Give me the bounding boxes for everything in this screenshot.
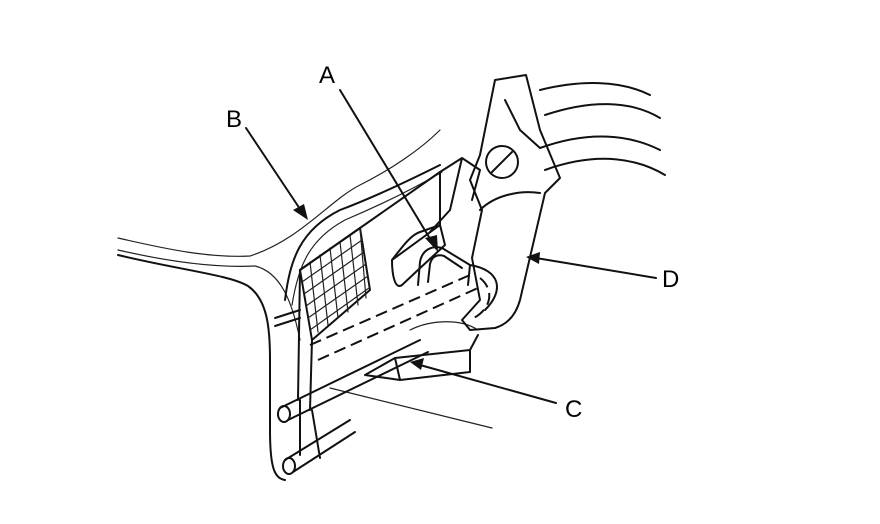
body-contour-upper	[117, 129, 441, 257]
callout-d: D	[662, 266, 680, 293]
leader-d	[535, 257, 657, 279]
pliers	[461, 74, 666, 331]
panel-floor-line	[329, 387, 493, 429]
pivot-screw-icon	[485, 145, 519, 179]
arrowhead-d	[526, 252, 540, 264]
bracket-housing	[297, 171, 441, 411]
rod-support	[299, 399, 321, 459]
hidden-rod-upper	[309, 274, 471, 346]
leader-c	[419, 364, 557, 404]
leader-b	[245, 127, 303, 213]
leader-a	[339, 89, 433, 243]
callout-a: A	[319, 62, 336, 89]
arrowhead-a	[425, 235, 438, 252]
clip	[417, 246, 471, 286]
lower-bracket-edge	[409, 321, 479, 331]
arrowhead-b	[293, 204, 308, 220]
rod-upper	[277, 339, 429, 423]
wire-harness	[284, 164, 441, 301]
bracket-tab	[429, 157, 481, 233]
lower-bracket	[364, 334, 479, 381]
body-contour-lower	[117, 249, 301, 341]
callout-c: C	[565, 396, 583, 423]
panel-edge	[117, 254, 286, 481]
bracket-slot	[391, 224, 446, 287]
hidden-rod-lower	[317, 287, 479, 361]
wire-harness-inner	[291, 171, 443, 306]
arrowhead-c	[410, 358, 424, 370]
harness-tie	[274, 309, 301, 327]
callout-b: B	[226, 106, 243, 133]
clip-inner	[427, 254, 463, 283]
